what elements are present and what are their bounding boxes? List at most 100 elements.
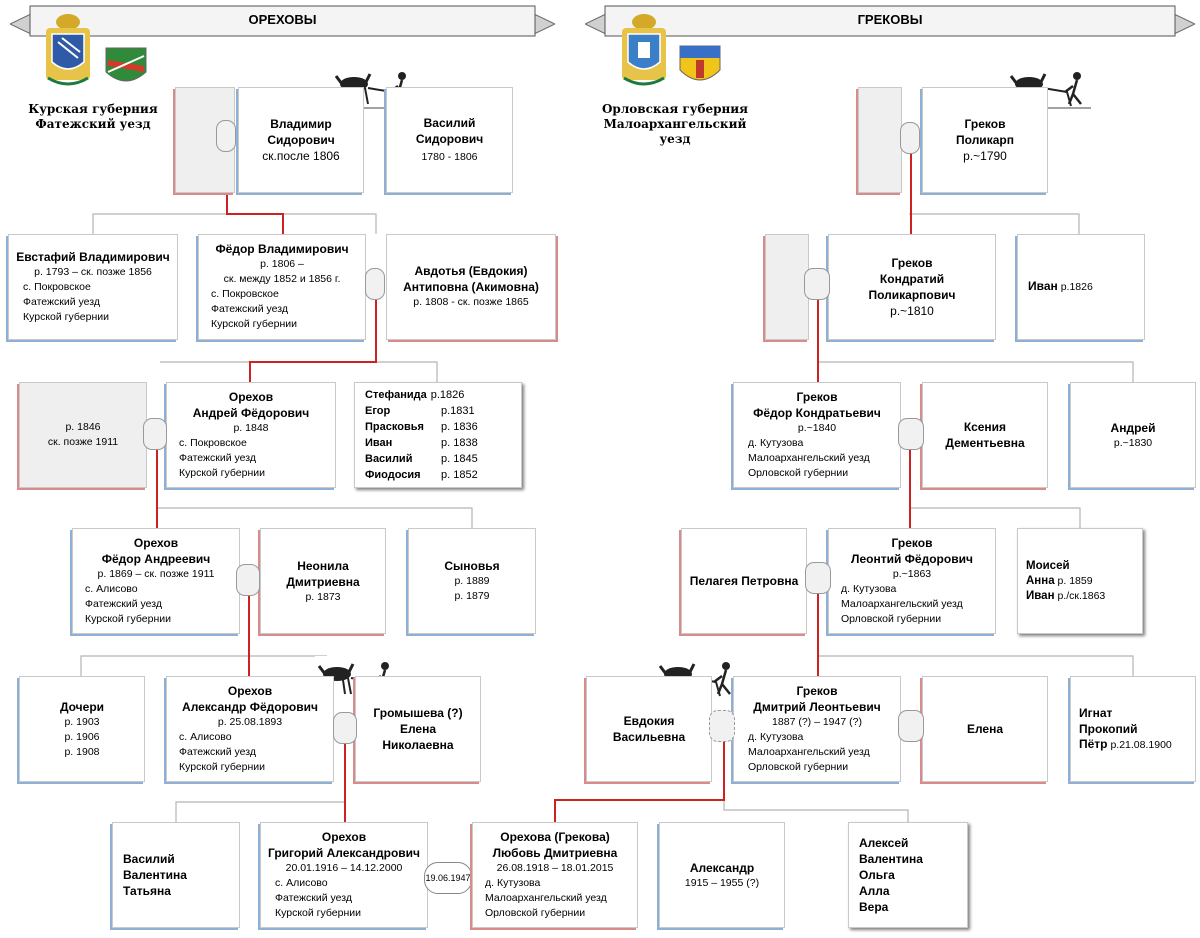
person-place: Малоархангельский уезд bbox=[485, 892, 607, 904]
orel-region-label: Орловская губерния Малоархангельский уез… bbox=[590, 102, 760, 147]
person-name: Авдотья (Евдокия) bbox=[414, 264, 528, 278]
person-card-andrey-1830: Андрей р.~1830 bbox=[1070, 382, 1196, 488]
person-name: Александр bbox=[689, 860, 755, 875]
person-dates: р.1826 bbox=[1060, 281, 1093, 293]
marriage-link-uncertain bbox=[709, 710, 735, 742]
person-card-grigoriy: Орехов Григорий Александрович 20.01.1916… bbox=[260, 822, 428, 928]
person-card-dmitriy: Греков Дмитрий Леонтьевич 1887 (?) – 194… bbox=[733, 676, 901, 782]
marriage-link bbox=[805, 562, 831, 594]
sibling-row: Иван р. 1838 bbox=[365, 435, 521, 451]
sibling-year: р.1831 bbox=[441, 405, 475, 417]
person-dates: р. 1873 bbox=[305, 590, 341, 603]
person-name: Елена bbox=[399, 722, 437, 736]
person-card-fedor-kondratievich: Греков Фёдор Кондратьевич р.~1840 д. Кут… bbox=[733, 382, 901, 488]
person-name: Дмитрий Леонтьевич bbox=[753, 700, 881, 714]
person-card-lyubov: Орехова (Грекова) Любовь Дмитриевна 26.0… bbox=[472, 822, 638, 928]
person-place: Орловской губернии bbox=[841, 613, 942, 625]
person-place: Курской губернии bbox=[179, 467, 265, 479]
child-name: Ольга bbox=[859, 868, 895, 882]
person-name: Александр Фёдорович bbox=[182, 700, 318, 714]
person-place: д. Кутузова bbox=[485, 877, 541, 889]
person-dates: ск. позже 1911 bbox=[47, 436, 119, 448]
person-dates: 20.01.1916 – 14.12.2000 bbox=[285, 862, 403, 874]
person-name: Николаевна bbox=[382, 738, 454, 752]
sibling-name: Стефанида bbox=[365, 389, 427, 401]
sibling-name: Иван bbox=[365, 437, 393, 449]
person-place: Фатежский уезд bbox=[211, 303, 288, 315]
sibling-name: Пётр bbox=[1079, 737, 1108, 751]
person-name: Греков bbox=[891, 256, 933, 270]
sibling-name: Фиодосия bbox=[365, 469, 421, 481]
person-place: с. Покровское bbox=[211, 288, 279, 300]
child-name: Вера bbox=[859, 900, 889, 914]
person-place: Орловской губернии bbox=[485, 907, 586, 919]
person-name: Леонтий Фёдорович bbox=[851, 552, 973, 566]
person-place: Фатежский уезд bbox=[275, 892, 352, 904]
daughters-card: Дочери р. 1903 р. 1906 р. 1908 bbox=[19, 676, 145, 782]
sons-card: Сыновья р. 1889 р. 1879 bbox=[408, 528, 536, 634]
siblings-card-dmitriy: Игнат Прокопий Пётр р.21.08.1900 bbox=[1070, 676, 1196, 782]
person-dates: 1780 - 1806 bbox=[421, 151, 478, 163]
person-card-fedor-andreevich: Орехов Фёдор Андреевич р. 1869 – ск. поз… bbox=[72, 528, 240, 634]
person-name: Иван bbox=[1028, 279, 1058, 293]
person-name: Григорий Александрович bbox=[267, 846, 421, 860]
person-name: Греков bbox=[796, 684, 838, 698]
person-card-avdotya: Авдотья (Евдокия) Антиповна (Акимовна) р… bbox=[386, 234, 556, 340]
person-dates: р. 1908 bbox=[64, 745, 100, 758]
sibling-name: Моисей bbox=[1026, 559, 1070, 572]
region-line: Малоархангельский уезд bbox=[603, 117, 747, 146]
person-card-vasiliy-sidorovich: Василий Сидорович 1780 - 1806 bbox=[386, 87, 513, 193]
person-card-andrey-fedorovich: Орехов Андрей Фёдорович р. 1848 с. Покро… bbox=[166, 382, 336, 488]
marriage-link bbox=[898, 710, 924, 742]
sibling-name: Егор bbox=[365, 405, 391, 417]
sibling-year: р. 1838 bbox=[441, 437, 478, 449]
person-name: Орехов bbox=[227, 684, 273, 698]
person-dates: ск.после 1806 bbox=[262, 149, 340, 163]
person-name: Фёдор Андреевич bbox=[101, 552, 211, 566]
sibling-name: Иван bbox=[1026, 589, 1055, 602]
child-name: Алла bbox=[859, 884, 890, 898]
person-name: Орехов bbox=[228, 390, 274, 404]
person-place: Фатежский уезд bbox=[179, 452, 256, 464]
person-name: Орехов bbox=[133, 536, 179, 550]
person-card-evstafiy: Евстафий Владимирович р. 1793 – ск. позж… bbox=[8, 234, 178, 340]
region-line: Курская губерния bbox=[28, 102, 158, 116]
marriage-link bbox=[143, 418, 167, 450]
person-name: Громышева (?) bbox=[373, 706, 463, 720]
person-place: д. Кутузова bbox=[841, 583, 897, 595]
sibling-year: р.21.08.1900 bbox=[1110, 739, 1172, 751]
marriage-link bbox=[333, 712, 357, 744]
child-name: Василий bbox=[123, 852, 175, 866]
person-place: Орловской губернии bbox=[748, 761, 849, 773]
kursk-coat-of-arms-icon bbox=[38, 12, 98, 90]
person-name: Ксения bbox=[963, 420, 1007, 434]
person-card-evdokiya: Евдокия Васильевна bbox=[586, 676, 712, 782]
person-name: Орехов bbox=[321, 830, 367, 844]
person-name: Владимир bbox=[270, 117, 332, 131]
person-dates: 1887 (?) – 1947 (?) bbox=[772, 716, 862, 728]
region-line: Орловская губерния bbox=[601, 102, 749, 116]
person-name: Пелагея Петровна bbox=[689, 574, 799, 588]
person-place: с. Покровское bbox=[179, 437, 247, 449]
marriage-link bbox=[898, 418, 924, 450]
person-name: Андрей bbox=[1110, 420, 1156, 435]
ribbon-banner-icon bbox=[583, 5, 1197, 37]
person-name: Сидорович bbox=[267, 133, 335, 147]
marriage-link bbox=[804, 268, 830, 300]
person-dates: р.~1790 bbox=[963, 149, 1007, 163]
person-card-andrey-wife: р. 1846 ск. позже 1911 bbox=[19, 382, 147, 488]
right-header-banner: ГРЕКОВЫ bbox=[583, 4, 1197, 42]
person-name: Василий bbox=[423, 116, 476, 130]
person-place: Малоархангельский уезд bbox=[748, 452, 870, 464]
person-name: Евдокия bbox=[623, 714, 675, 728]
orel-coat-of-arms-icon bbox=[614, 12, 674, 90]
person-dates: 26.08.1918 – 18.01.2015 bbox=[496, 862, 614, 874]
maloarkhangelsk-coat-of-arms-icon bbox=[678, 44, 722, 88]
person-name: Греков bbox=[891, 536, 933, 550]
person-card-kondratiy: Греков Кондратий Поликарпович р.~1810 bbox=[828, 234, 996, 340]
person-card-polikarp: Греков Поликарп р.~1790 bbox=[922, 87, 1048, 193]
